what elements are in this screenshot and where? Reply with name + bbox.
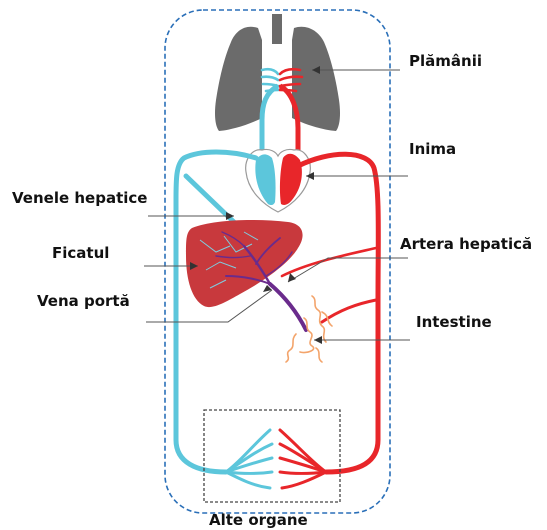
- portal-vein-trunk: [270, 284, 306, 330]
- systemic-veins: [176, 152, 256, 472]
- other-organs-box: [204, 410, 340, 502]
- trachea: [272, 14, 282, 44]
- left-lung: [215, 27, 262, 131]
- pointer-hepatic-artery: [288, 258, 408, 282]
- organ-capillaries-red: [280, 430, 326, 488]
- label-hepatic-artery: Artera hepatică: [400, 235, 532, 253]
- liver-illustration: [186, 220, 303, 307]
- label-liver: Ficatul: [52, 244, 109, 262]
- label-portal-vein: Vena portă: [37, 292, 130, 310]
- label-hepatic-veins: Venele hepatice: [12, 189, 147, 207]
- label-lungs: Plămânii: [409, 52, 482, 70]
- vena-cava: [176, 152, 256, 472]
- pulmonary-artery: [262, 86, 278, 150]
- hepatic-artery-vessel: [282, 248, 376, 276]
- intestinal-artery: [322, 300, 376, 322]
- liver-shape: [186, 220, 303, 307]
- label-intestines: Intestine: [416, 313, 492, 331]
- organ-capillaries-blue: [226, 430, 272, 488]
- label-other-organs: Alte organe: [209, 511, 308, 529]
- label-heart: Inima: [409, 140, 456, 158]
